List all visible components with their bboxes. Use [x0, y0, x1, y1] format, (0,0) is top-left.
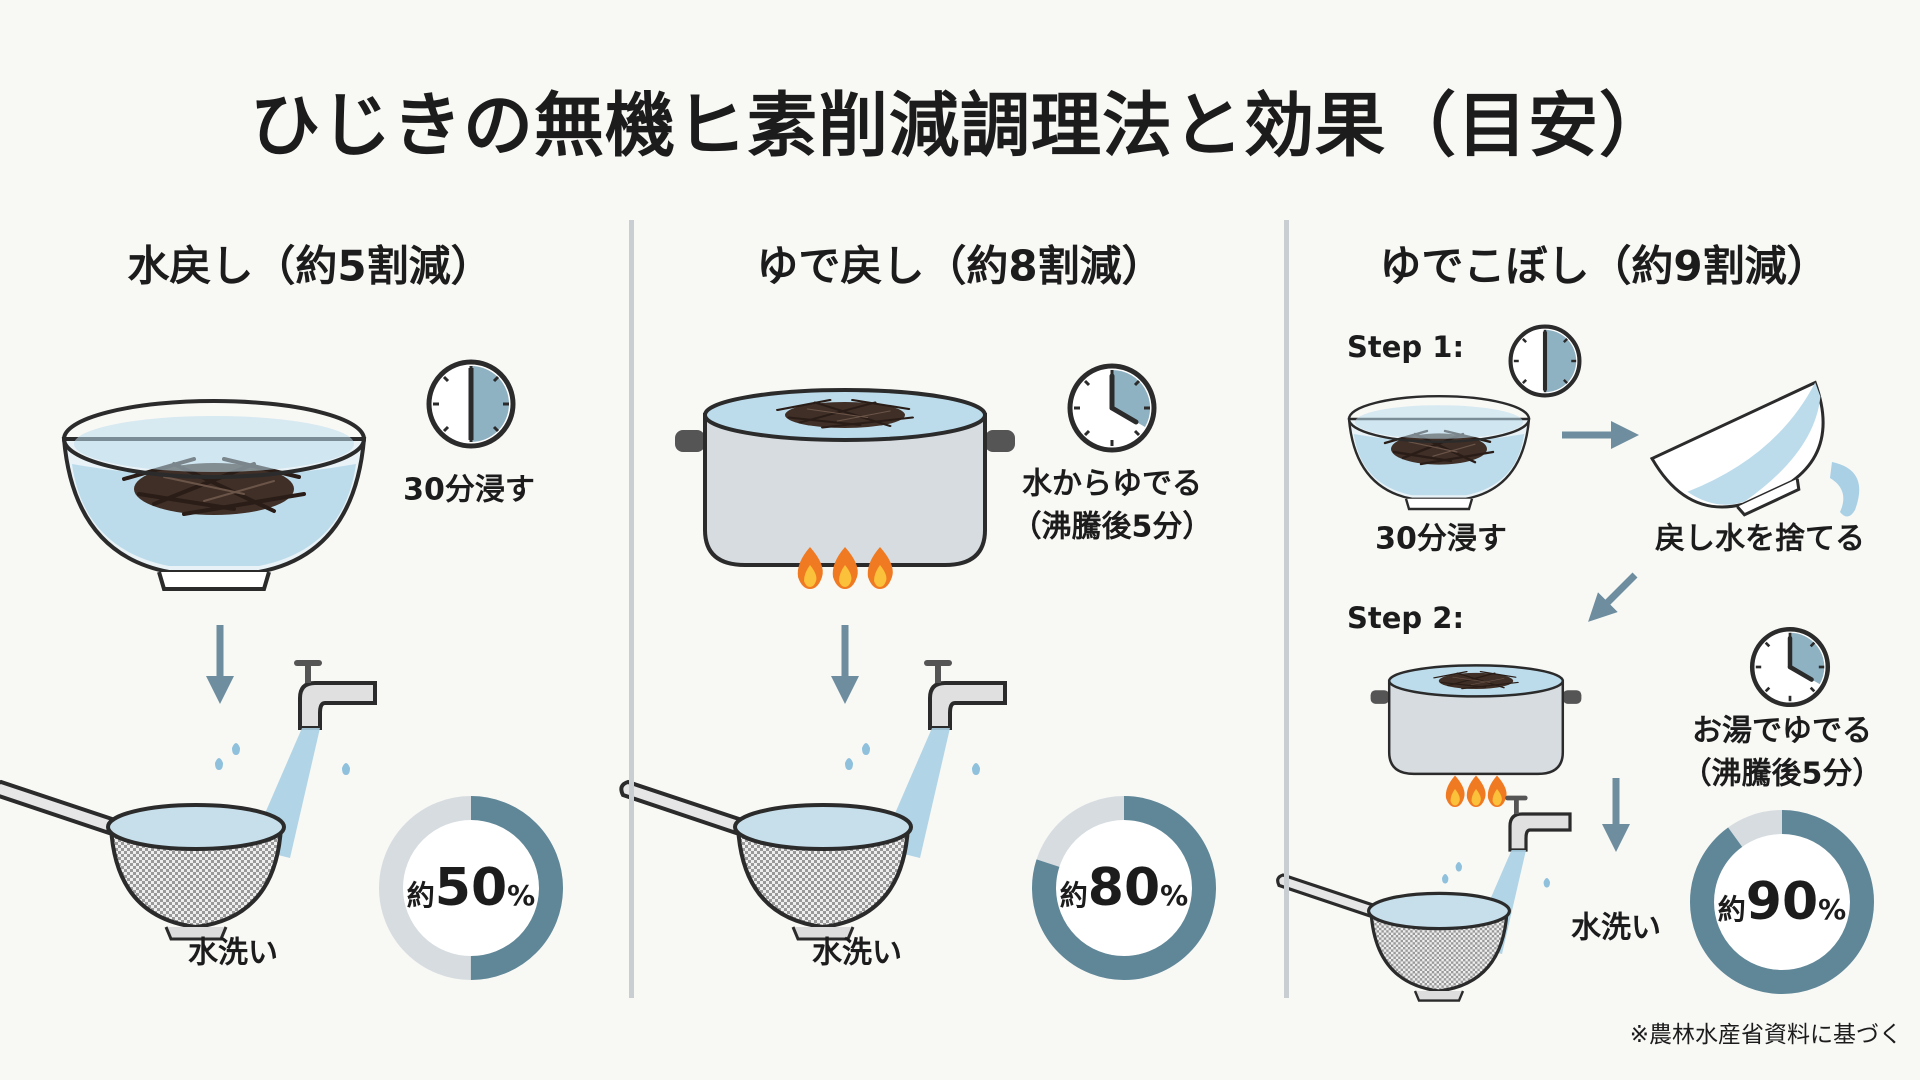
- boil-label: 水からゆでる: [1022, 466, 1202, 502]
- boil-time-label: （沸騰後5分）: [1011, 509, 1213, 545]
- reduction-percent-label: 約90%: [1718, 872, 1846, 932]
- step-2-label: Step 2:: [1347, 601, 1465, 635]
- page-title: ひじきの無機ヒ素削減調理法と効果（目安）: [250, 84, 1670, 167]
- wash-label: 水洗い: [1571, 910, 1661, 946]
- discard-water-label: 戻し水を捨てる: [1655, 521, 1865, 557]
- flame-icon: [1487, 775, 1507, 807]
- donut-fill: [379, 796, 563, 980]
- reduction-donut: [1032, 796, 1216, 980]
- flame-icon: [1466, 775, 1486, 807]
- clock-30min-icon: [1511, 327, 1580, 396]
- column-divider: [1284, 220, 1289, 998]
- method-heading-boil-discard: ゆでこぼし（約9割減）: [1379, 241, 1829, 291]
- footnote: ※農林水産省資料に基づく: [1629, 1022, 1902, 1048]
- colander-icon: [1276, 873, 1512, 1003]
- reduction-donut: [1690, 810, 1874, 994]
- value: 50: [434, 858, 508, 918]
- arrow-diagonal-icon: [1588, 572, 1638, 622]
- donut-fill: [1690, 810, 1874, 994]
- pot-icon: [675, 390, 1015, 565]
- prefix: 約: [406, 879, 435, 912]
- suffix: %: [1160, 879, 1189, 912]
- pot-icon: [1371, 665, 1582, 774]
- clock-5min-icon: [1070, 366, 1154, 450]
- clock-30min-icon: [429, 362, 513, 446]
- colander-icon: [0, 780, 287, 941]
- value: 90: [1745, 872, 1819, 932]
- reduction-donut: [379, 796, 563, 980]
- suffix: %: [507, 879, 536, 912]
- donut-fill: [1032, 796, 1216, 980]
- flame-icon: [1445, 775, 1465, 807]
- soaking-bowl-icon: [64, 401, 364, 589]
- soak-label: 30分浸す: [403, 472, 535, 508]
- prefix: 約: [1059, 879, 1088, 912]
- water-pour-icon: [1830, 462, 1860, 517]
- soak-label: 30分浸す: [1375, 521, 1507, 557]
- prefix: 約: [1717, 893, 1746, 926]
- reduction-percent-label: 約50%: [407, 858, 535, 918]
- colander-icon: [619, 780, 913, 941]
- value: 80: [1087, 858, 1161, 918]
- reduction-percent-label: 約80%: [1060, 858, 1188, 918]
- column-divider: [629, 220, 634, 998]
- step-1-label: Step 1:: [1347, 330, 1465, 364]
- wash-label: 水洗い: [812, 935, 902, 971]
- clock-5min-icon: [1752, 629, 1828, 705]
- wash-label: 水洗い: [188, 935, 278, 971]
- suffix: %: [1818, 893, 1847, 926]
- method-heading-water-soak: 水戻し（約5割減）: [127, 241, 493, 291]
- method-heading-boil-soak: ゆで戻し（約8割減）: [756, 241, 1164, 291]
- pouring-bowl-icon: [1649, 380, 1825, 517]
- boil-label: お湯でゆでる: [1692, 713, 1872, 749]
- boil-time-label: （沸騰後5分）: [1681, 756, 1883, 792]
- soaking-bowl-icon: [1349, 396, 1529, 509]
